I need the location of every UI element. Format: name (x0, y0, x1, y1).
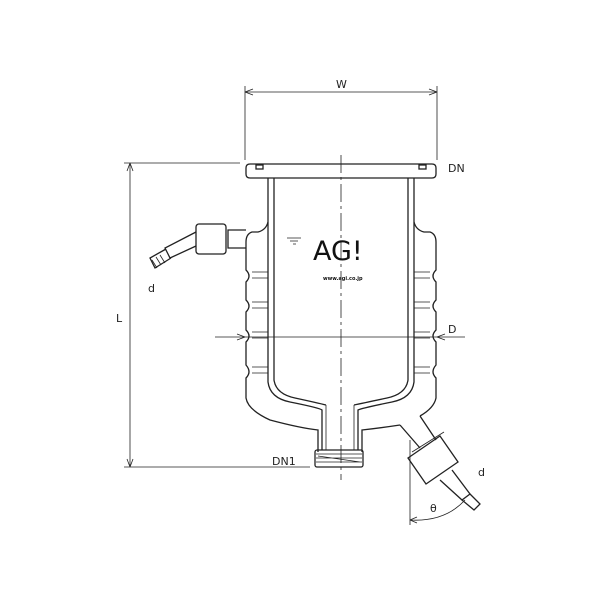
inner-vessel (267, 178, 415, 450)
length-dimension (124, 162, 310, 468)
diameter-dimension (215, 333, 465, 341)
right-hose-connector (399, 415, 481, 511)
label-bottom-outlet: DN1 (272, 455, 296, 468)
logo: AG! (313, 236, 363, 267)
label-hose-left: d (148, 282, 155, 295)
label-length: L (116, 312, 123, 325)
bottom-outlet-thread (314, 449, 364, 468)
label-diameter: D (448, 323, 456, 336)
label-width: W (336, 78, 347, 91)
logo-url: www.agi.co.jp (323, 276, 363, 282)
width-dimension (244, 86, 438, 160)
jacket (245, 221, 437, 452)
liquid-level-icon (287, 237, 301, 245)
label-flange: DN (448, 162, 465, 175)
angle-dimension (409, 440, 466, 525)
flange (245, 163, 437, 179)
left-hose-connector (149, 223, 246, 269)
label-angle: θ (430, 502, 437, 515)
label-hose-right: d (478, 466, 485, 479)
